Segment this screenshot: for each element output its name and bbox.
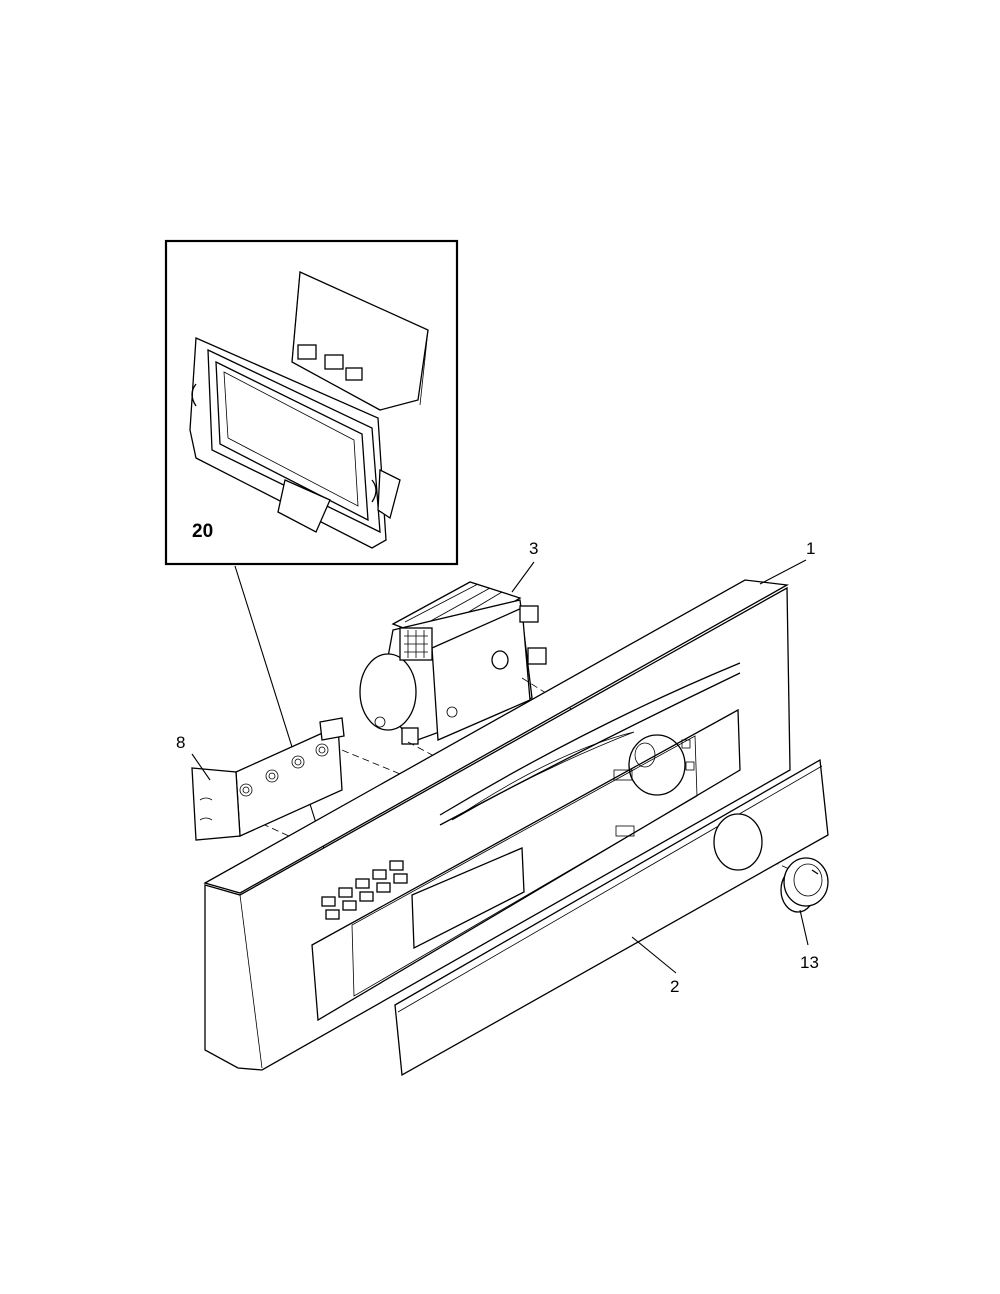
leader-line-20 — [234, 565, 328, 859]
overlay-panel-part-2: 2 — [394, 758, 829, 1077]
timer-module-part-3: 3 — [359, 539, 547, 745]
leader-line-2 — [631, 936, 677, 974]
button-grid — [321, 860, 408, 920]
leader-line-1 — [759, 559, 807, 585]
callout-13: 13 — [800, 953, 819, 972]
callout-1: 1 — [806, 539, 815, 558]
alignment-line — [331, 745, 411, 779]
control-panel-part-1: 1 — [203, 539, 815, 1071]
knob-part-13: 13 — [780, 857, 829, 972]
switch-bracket-part-8: 8 — [176, 717, 345, 841]
leader-line-13 — [799, 909, 809, 946]
callout-8: 8 — [176, 733, 185, 752]
callout-3: 3 — [529, 539, 538, 558]
callout-20: 20 — [192, 521, 213, 542]
callout-2: 2 — [670, 977, 679, 996]
leader-line-8 — [191, 753, 211, 781]
leader-line-3 — [511, 561, 535, 593]
detail-inset-part-20: 20 — [164, 239, 459, 566]
